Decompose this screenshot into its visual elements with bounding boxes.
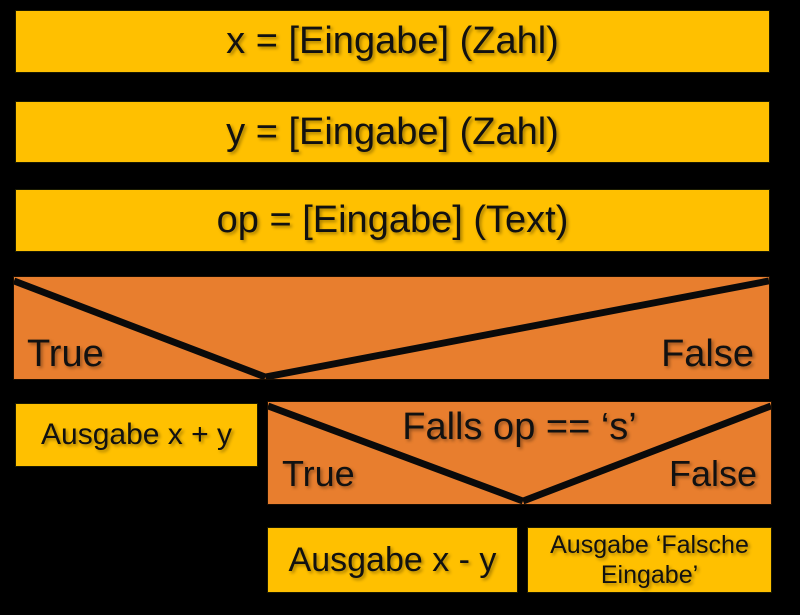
process-block-input-y: y = [Eingabe] (Zahl) xyxy=(15,101,770,163)
process-block-output-add: Ausgabe x + y xyxy=(15,403,258,467)
process-block-output-sub: Ausgabe x - y xyxy=(267,527,518,593)
condition-1-true-label: True xyxy=(27,333,104,375)
process-block-output-error: Ausgabe ‘Falsche Eingabe’ xyxy=(527,527,772,593)
condition-1-branch-lines-icon xyxy=(14,277,769,379)
condition-2-label: Falls op == ‘s’ xyxy=(402,406,637,448)
process-block-input-x-label: x = [Eingabe] (Zahl) xyxy=(226,20,559,62)
condition-2-true-label: True xyxy=(282,453,355,494)
process-block-output-sub-label: Ausgabe x - y xyxy=(288,540,497,579)
process-block-input-x: x = [Eingabe] (Zahl) xyxy=(15,10,770,73)
condition-block-2: Falls op == ‘s’ True False xyxy=(267,401,772,505)
condition-block-1: True False xyxy=(13,276,770,380)
process-block-output-add-label: Ausgabe x + y xyxy=(41,418,232,451)
process-block-output-error-label: Ausgabe ‘Falsche Eingabe’ xyxy=(550,530,749,590)
process-block-input-op: op = [Eingabe] (Text) xyxy=(15,189,770,252)
process-block-input-y-label: y = [Eingabe] (Zahl) xyxy=(226,110,559,153)
condition-1-false-label: False xyxy=(661,333,754,375)
condition-2-false-label: False xyxy=(668,453,757,494)
condition-2-branch-lines-icon xyxy=(268,402,771,504)
process-block-input-op-label: op = [Eingabe] (Text) xyxy=(216,199,569,241)
